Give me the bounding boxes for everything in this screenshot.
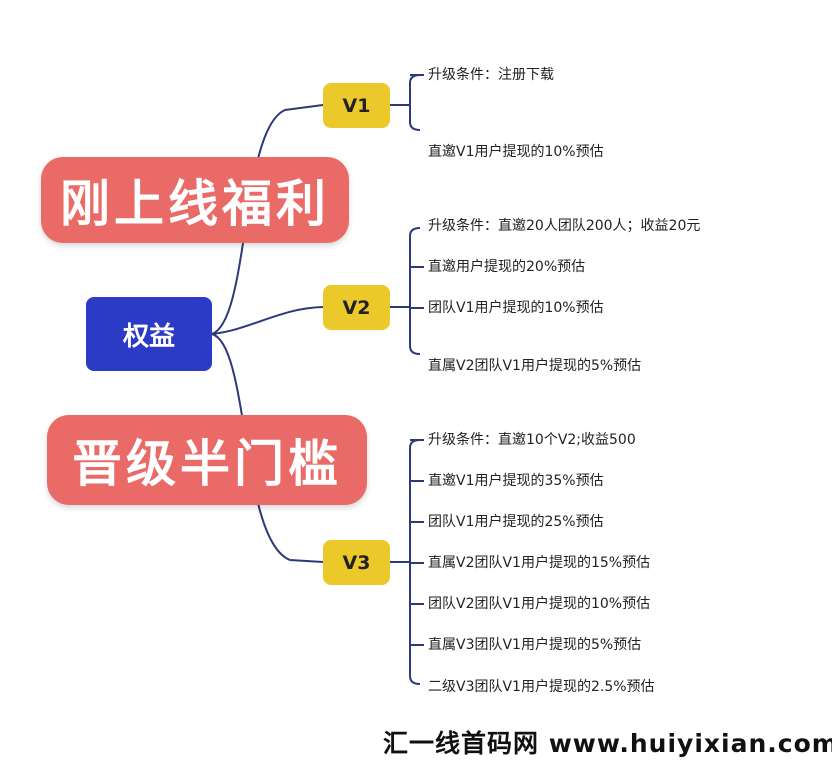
watermark-text: 汇一线首码网 www.huiyixian.com <box>383 729 832 758</box>
connector-root-v2 <box>211 306 324 335</box>
level-node-v2: V2 <box>323 285 390 330</box>
leaf-item-v2: 直属V2团队V1用户提现的5%预估 <box>428 358 642 374</box>
banner-promotion-threshold: 晋级半门槛 <box>47 415 367 505</box>
leaf-item-v2: 直邀用户提现的20%预估 <box>428 259 586 275</box>
leaf-item-v3: 二级V3团队V1用户提现的2.5%预估 <box>428 679 655 695</box>
level-node-v3: V3 <box>323 540 390 585</box>
leaf-item-v1: 升级条件：注册下载 <box>428 67 554 83</box>
leaf-item-v3: 团队V1用户提现的25%预估 <box>428 514 604 530</box>
leaf-item-v2: 升级条件：直邀20人团队200人；收益20元 <box>428 218 701 234</box>
leaf-item-v2: 团队V1用户提现的10%预估 <box>428 300 604 316</box>
leaf-item-v3: 直属V2团队V1用户提现的15%预估 <box>428 555 651 571</box>
leaf-item-v3: 升级条件：直邀10个V2;收益500 <box>428 432 636 448</box>
bracket-v2 <box>409 227 421 355</box>
leaf-item-v3: 直邀V1用户提现的35%预估 <box>428 473 604 489</box>
banner-new-launch-benefits: 刚上线福利 <box>41 157 349 243</box>
root-node-rights: 权益 <box>86 297 212 371</box>
bracket-v1 <box>409 74 421 131</box>
leaf-item-v3: 团队V2团队V1用户提现的10%预估 <box>428 596 651 612</box>
leaf-item-v3: 直属V3团队V1用户提现的5%预估 <box>428 637 642 653</box>
level-node-v1: V1 <box>323 83 390 128</box>
leaf-item-v1: 直邀V1用户提现的10%预估 <box>428 144 604 160</box>
